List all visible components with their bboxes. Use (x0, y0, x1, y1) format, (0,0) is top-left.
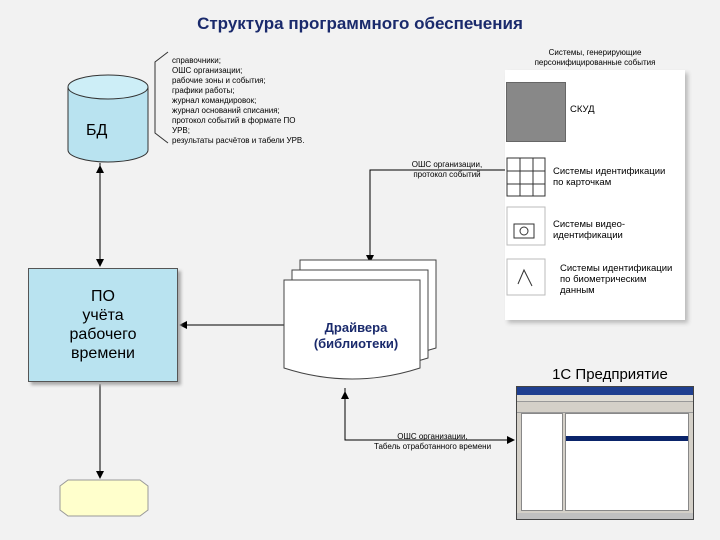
po-label-line: рабочего (69, 326, 137, 343)
card-grid-icon (506, 157, 546, 197)
po-label-line: ПО (91, 288, 115, 305)
output-document-shape (59, 479, 149, 517)
generators-to-driver-arrow (366, 169, 505, 263)
db-label: БД (86, 122, 108, 139)
biometric-id-label: Системы идентификации по биометрическим … (560, 263, 673, 296)
data-list-item: графики работы; (172, 86, 235, 95)
data-list-item: протокол событий в формате ПО (172, 116, 296, 125)
one-c-screenshot (516, 386, 694, 520)
data-list-item: УРВ; (172, 126, 190, 135)
one-c-title: 1С Предприятие (552, 366, 668, 383)
data-list-item: журнал оснований списания; (172, 106, 280, 115)
screenshot-tree-pane (521, 413, 563, 511)
data-list-item: рабочие зоны и события; (172, 76, 266, 85)
screenshot-table-pane (565, 413, 689, 511)
generating-systems-header: Системы, генерирующие персонифицированны… (534, 48, 656, 67)
driver-label: Драйвера (библиотеки) (313, 320, 399, 351)
video-id-label: Системы видео- идентификации (553, 219, 626, 241)
screenshot-toolbar (517, 402, 693, 413)
ops-label: ОШС организации, Табель отработанного вр… (373, 432, 492, 451)
data-list-item: результаты расчётов и табели УРВ. (172, 136, 305, 145)
fingerprint-icon (506, 258, 546, 296)
po-box: ПО учёта рабочего времени (28, 268, 178, 382)
driver-doc-stack (283, 259, 437, 380)
data-list: справочники; ОШС организации; рабочие зо… (172, 56, 304, 146)
page-title: Структура программного обеспечения (197, 14, 523, 33)
po-label-line: учёта (82, 307, 124, 324)
po-label-line: времени (71, 345, 135, 362)
database-icon (67, 74, 149, 163)
list-bracket (154, 51, 169, 144)
protocol-label: ОШС организации, протокол событий (411, 160, 483, 179)
data-list-item: справочники; (172, 56, 221, 65)
skud-label: СКУД (570, 104, 595, 115)
data-list-item: ОШС организации; (172, 66, 243, 75)
skud-image (506, 82, 566, 142)
card-id-label: Системы идентификации по карточкам (553, 166, 666, 188)
video-camera-icon (506, 206, 546, 246)
screenshot-selected-row (566, 436, 688, 441)
screenshot-menubar (517, 395, 693, 402)
data-list-item: журнал командировок; (172, 96, 257, 105)
screenshot-titlebar (517, 387, 693, 395)
screenshot-statusbar (517, 513, 693, 519)
